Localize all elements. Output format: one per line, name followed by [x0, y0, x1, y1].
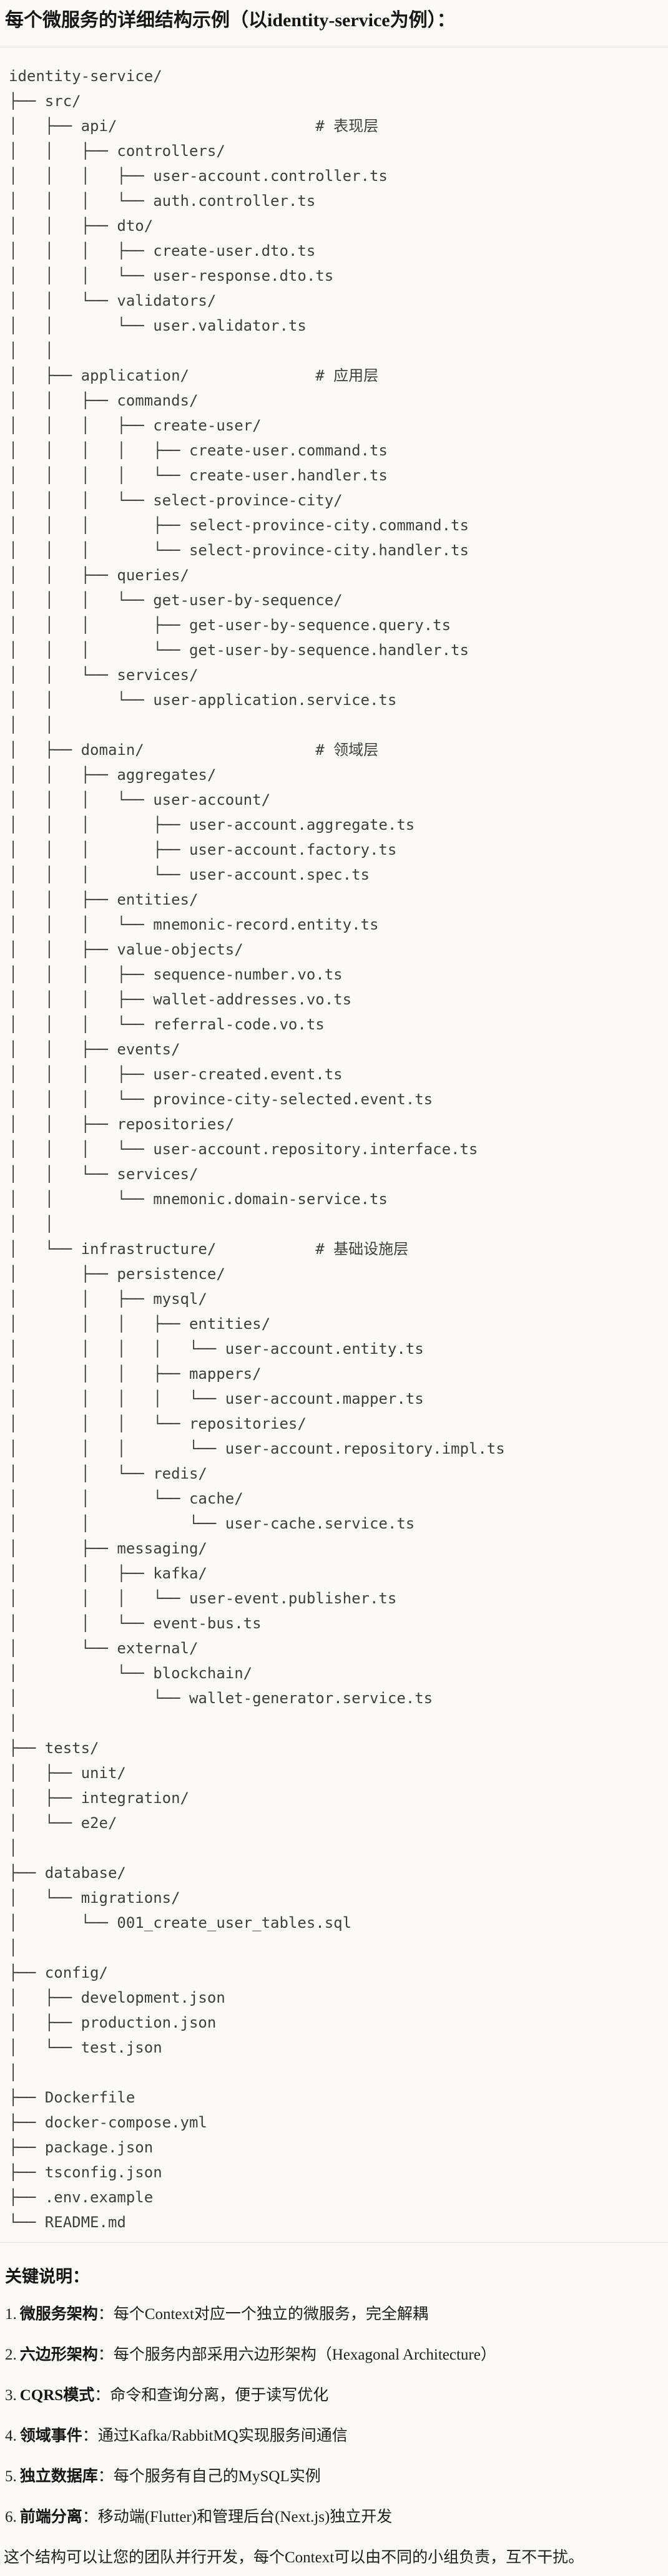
key-point-text: ：每个服务有自己的MySQL实例: [97, 2468, 321, 2485]
key-points-heading: 关键说明：: [5, 2267, 89, 2286]
key-point-label: 前端分离: [19, 2509, 82, 2525]
file-tree: identity-service/ ├── src/ │ ├── api/ # …: [9, 67, 505, 2231]
key-point-number: 5.: [5, 2468, 17, 2485]
key-point-item-1: 1.微服务架构：每个Context对应一个独立的微服务，完全解耦: [5, 2303, 663, 2326]
key-point-label: 领域事件: [19, 2428, 82, 2444]
key-point-label: 六边形架构: [19, 2346, 98, 2363]
key-point-item-2: 2.六边形架构：每个服务内部采用六边形架构（Hexagonal Architec…: [5, 2343, 663, 2367]
key-point-text: ：移动端(Flutter)和管理后台(Next.js)独立开发: [82, 2509, 393, 2525]
page-title: 每个微服务的详细结构示例（以identity-service为例）：: [5, 10, 456, 31]
key-point-item-4: 4.领域事件：通过Kafka/RabbitMQ实现服务间通信: [5, 2424, 663, 2448]
document-body: 每个微服务的详细结构示例（以identity-service为例）： ident…: [0, 7, 668, 2570]
key-point-label: CQRS模式: [19, 2387, 95, 2404]
code-block: identity-service/ ├── src/ │ ├── api/ # …: [0, 47, 668, 2243]
key-point-number: 2.: [5, 2346, 17, 2363]
key-point-number: 4.: [5, 2428, 17, 2444]
key-point-text: ：每个服务内部采用六边形架构（Hexagonal Architecture）: [97, 2346, 496, 2363]
closing-paragraph: 这个结构可以让您的团队并行开发，每个Context可以由不同的小组负责，互不干扰…: [4, 2549, 584, 2566]
key-point-item-6: 6.前端分离：移动端(Flutter)和管理后台(Next.js)独立开发: [5, 2506, 663, 2529]
key-point-number: 1.: [5, 2306, 17, 2323]
key-point-number: 3.: [5, 2387, 17, 2404]
key-point-number: 6.: [5, 2509, 17, 2525]
key-point-text: ：通过Kafka/RabbitMQ实现服务间通信: [82, 2428, 348, 2444]
key-point-text: ：每个Context对应一个独立的微服务，完全解耦: [97, 2306, 428, 2323]
key-point-label: 独立数据库: [19, 2468, 98, 2485]
key-point-text: ：命令和查询分离，便于读写优化: [94, 2387, 329, 2404]
key-point-label: 微服务架构: [19, 2306, 98, 2323]
key-point-item-5: 5.独立数据库：每个服务有自己的MySQL实例: [5, 2465, 663, 2489]
key-points-list: 1.微服务架构：每个Context对应一个独立的微服务，完全解耦 2.六边形架构…: [0, 2303, 668, 2529]
key-point-item-3: 3.CQRS模式：命令和查询分离，便于读写优化: [5, 2384, 663, 2408]
